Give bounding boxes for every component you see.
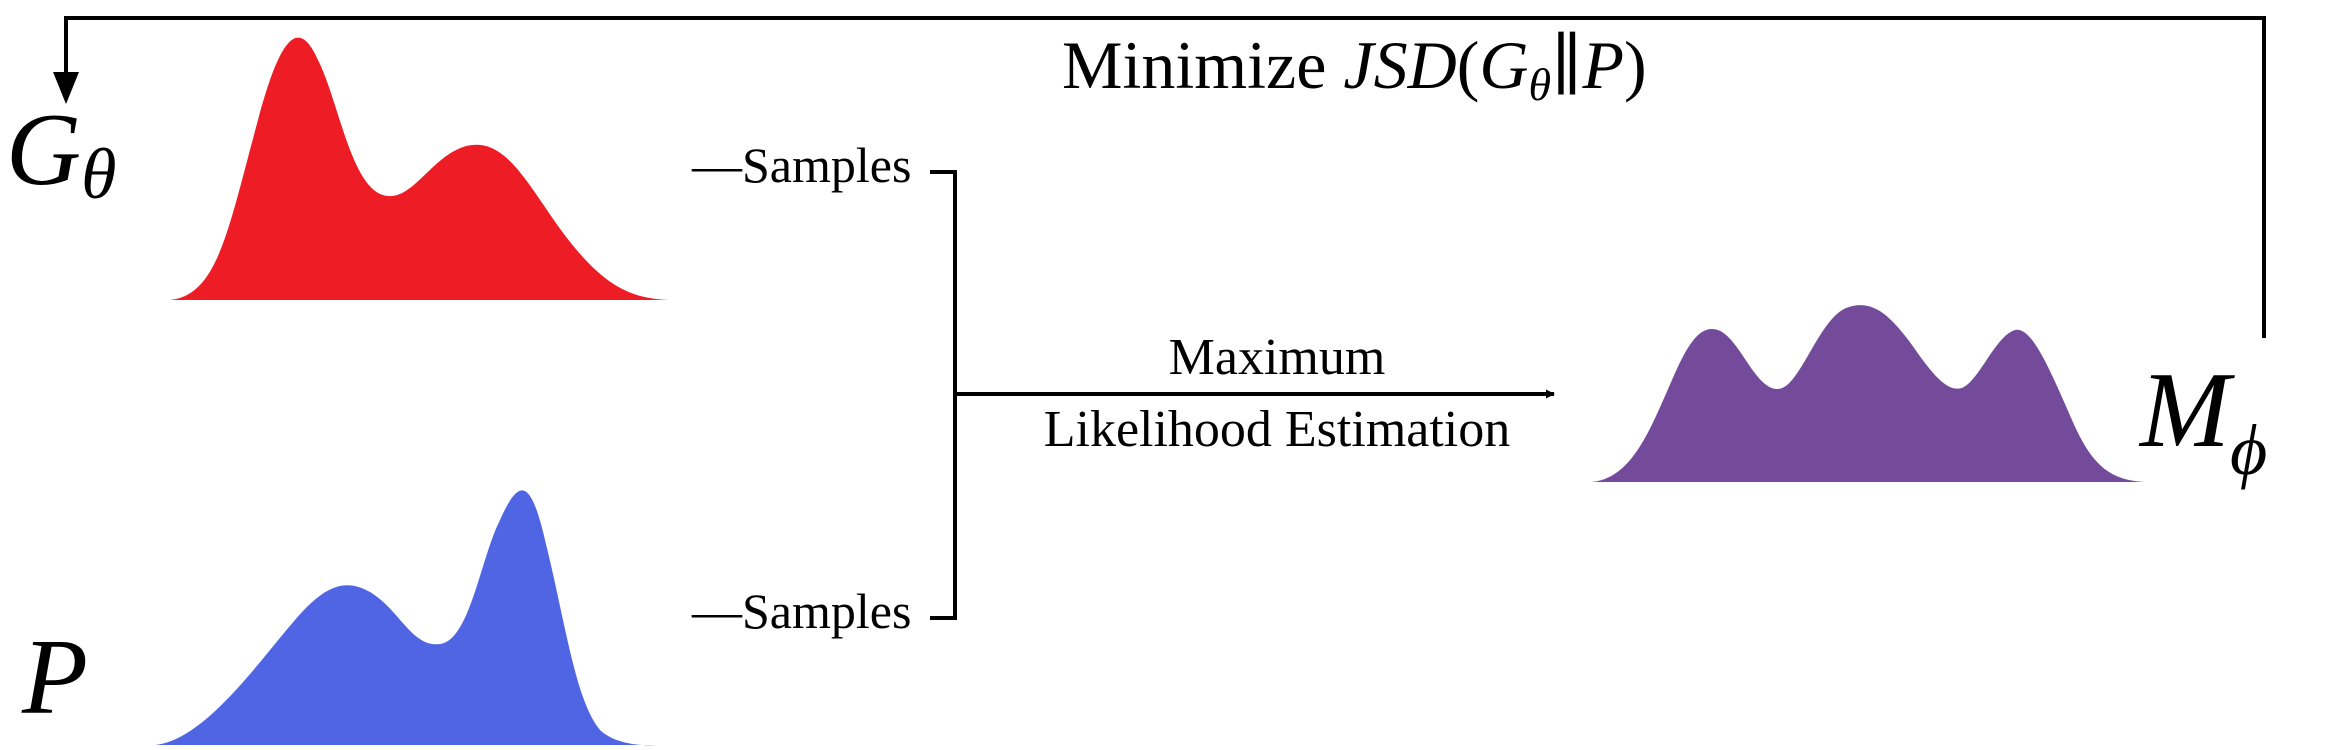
minimize-jsd-label: Minimize JSD(Gθ∥P): [1062, 27, 1647, 110]
mle-label-line2: Likelihood Estimation: [1044, 401, 1511, 458]
generator-distribution-curve: [170, 37, 668, 300]
target-distribution-curve: [155, 490, 657, 746]
mle-label-line1: Maximum: [1169, 329, 1386, 386]
target-symbol: P: [21, 618, 88, 737]
samples-bracket: [930, 170, 957, 620]
feedback-arrow: [64, 16, 2266, 338]
samples-label-top: —Samples: [691, 137, 911, 193]
generator-symbol: Gθ: [6, 92, 116, 214]
model-symbol: Mϕ: [2138, 351, 2267, 490]
model-distribution-curve: [1592, 305, 2145, 482]
samples-label-bottom: —Samples: [691, 583, 911, 639]
feedback-arrowhead: [53, 72, 79, 104]
